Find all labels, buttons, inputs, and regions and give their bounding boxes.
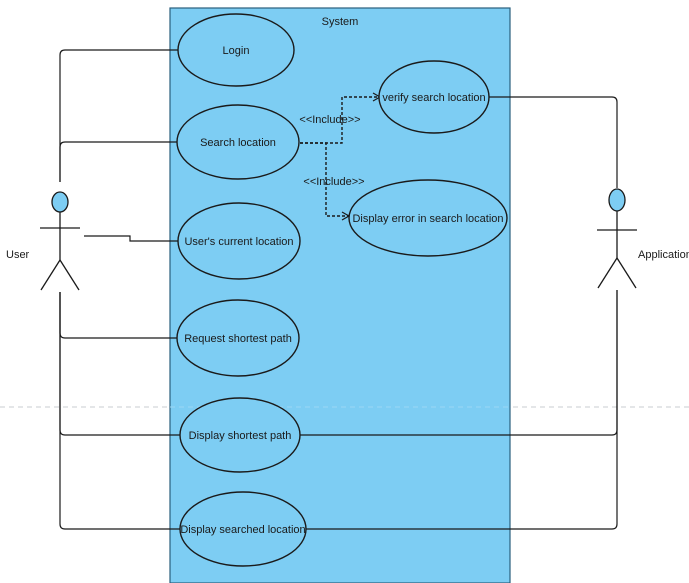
use-case-display-searched-location-label: Display searched location xyxy=(180,524,305,536)
assoc-app-display-searched xyxy=(306,290,618,530)
use-case-verify-search-location-label: verify search location xyxy=(382,92,485,104)
assoc-app-verify xyxy=(489,96,618,188)
actor-application-label: Application xyxy=(638,249,689,261)
assoc-user-login xyxy=(59,49,178,182)
actor-user-head xyxy=(51,191,69,213)
actor-user-label: User xyxy=(6,249,30,261)
actor-user[interactable] xyxy=(40,191,80,291)
use-case-display-searched-location[interactable]: Display searched location xyxy=(179,491,307,567)
use-case-request-shortest-path[interactable]: Request shortest path xyxy=(176,299,300,377)
assoc-user-display-searched xyxy=(59,292,180,530)
include-label-error: <<Include>> xyxy=(303,176,364,188)
assoc-user-display-path xyxy=(59,292,180,436)
use-case-login-label: Login xyxy=(223,45,250,57)
use-case-display-shortest-path-label: Display shortest path xyxy=(189,430,292,442)
use-case-display-error-label: Display error in search location xyxy=(352,213,503,225)
use-case-search-location-label: Search location xyxy=(200,137,276,149)
actor-application-head xyxy=(608,188,626,212)
system-label: System xyxy=(322,16,359,28)
use-case-current-location[interactable]: User's current location xyxy=(177,202,301,280)
assoc-user-current-location xyxy=(84,235,178,242)
user-associations xyxy=(59,49,180,530)
use-case-current-location-label: User's current location xyxy=(184,236,293,248)
use-case-display-error[interactable]: Display error in search location xyxy=(348,179,508,257)
use-case-display-shortest-path[interactable]: Display shortest path xyxy=(179,397,301,473)
assoc-user-search xyxy=(59,141,178,182)
use-case-verify-search-location[interactable]: verify search location xyxy=(378,60,490,134)
actor-application[interactable] xyxy=(597,188,637,289)
include-label-verify: <<Include>> xyxy=(299,114,360,126)
include-relations xyxy=(300,92,382,221)
use-case-search-location[interactable]: Search location xyxy=(176,104,300,180)
include-arrow-error xyxy=(300,142,351,221)
application-associations xyxy=(300,96,618,530)
use-case-login[interactable]: Login xyxy=(177,13,295,87)
assoc-user-request-path xyxy=(59,292,178,339)
use-case-request-shortest-path-label: Request shortest path xyxy=(184,333,292,345)
